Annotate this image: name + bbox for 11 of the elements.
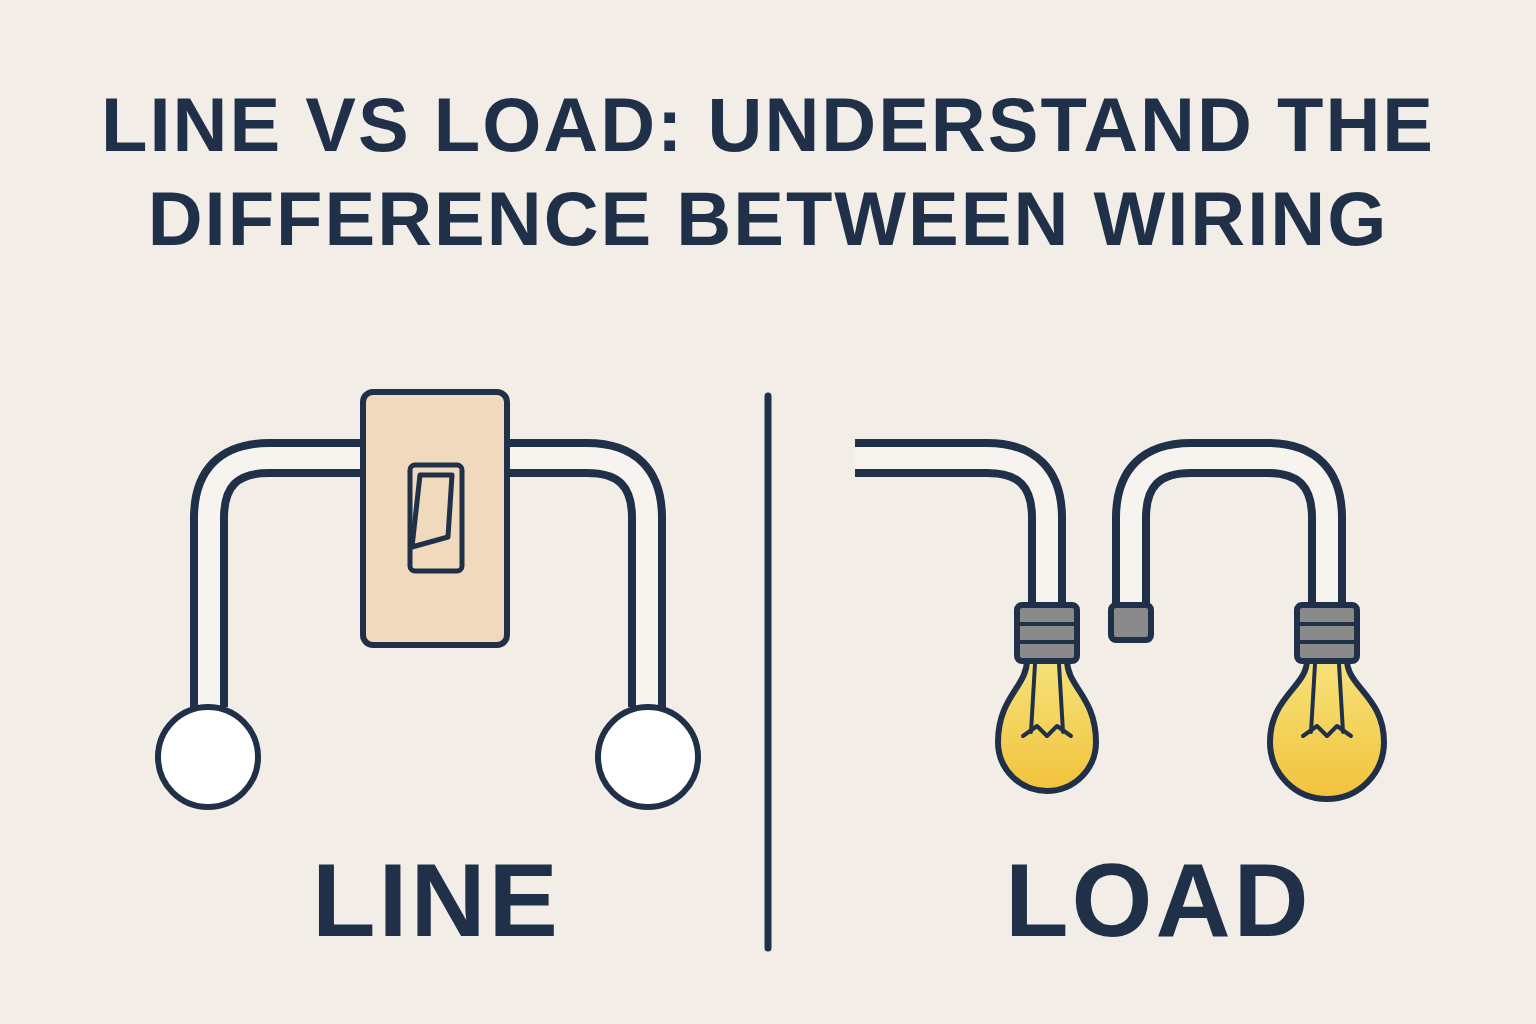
wire: [510, 439, 666, 707]
wire: [190, 439, 360, 707]
wire-cap: [1108, 602, 1154, 643]
title: LINE VS LOAD: UNDERSTAND THE DIFFERENCE BETWEEN WIRING: [100, 81, 1436, 263]
section-label: LOAD: [1005, 845, 1312, 955]
wire: [1112, 439, 1346, 605]
section-label: LINE: [312, 845, 561, 955]
terminal-circle: [595, 704, 701, 810]
light-switch-drawing: [360, 389, 510, 648]
wire: [855, 439, 1066, 605]
terminal-circle: [155, 704, 261, 810]
